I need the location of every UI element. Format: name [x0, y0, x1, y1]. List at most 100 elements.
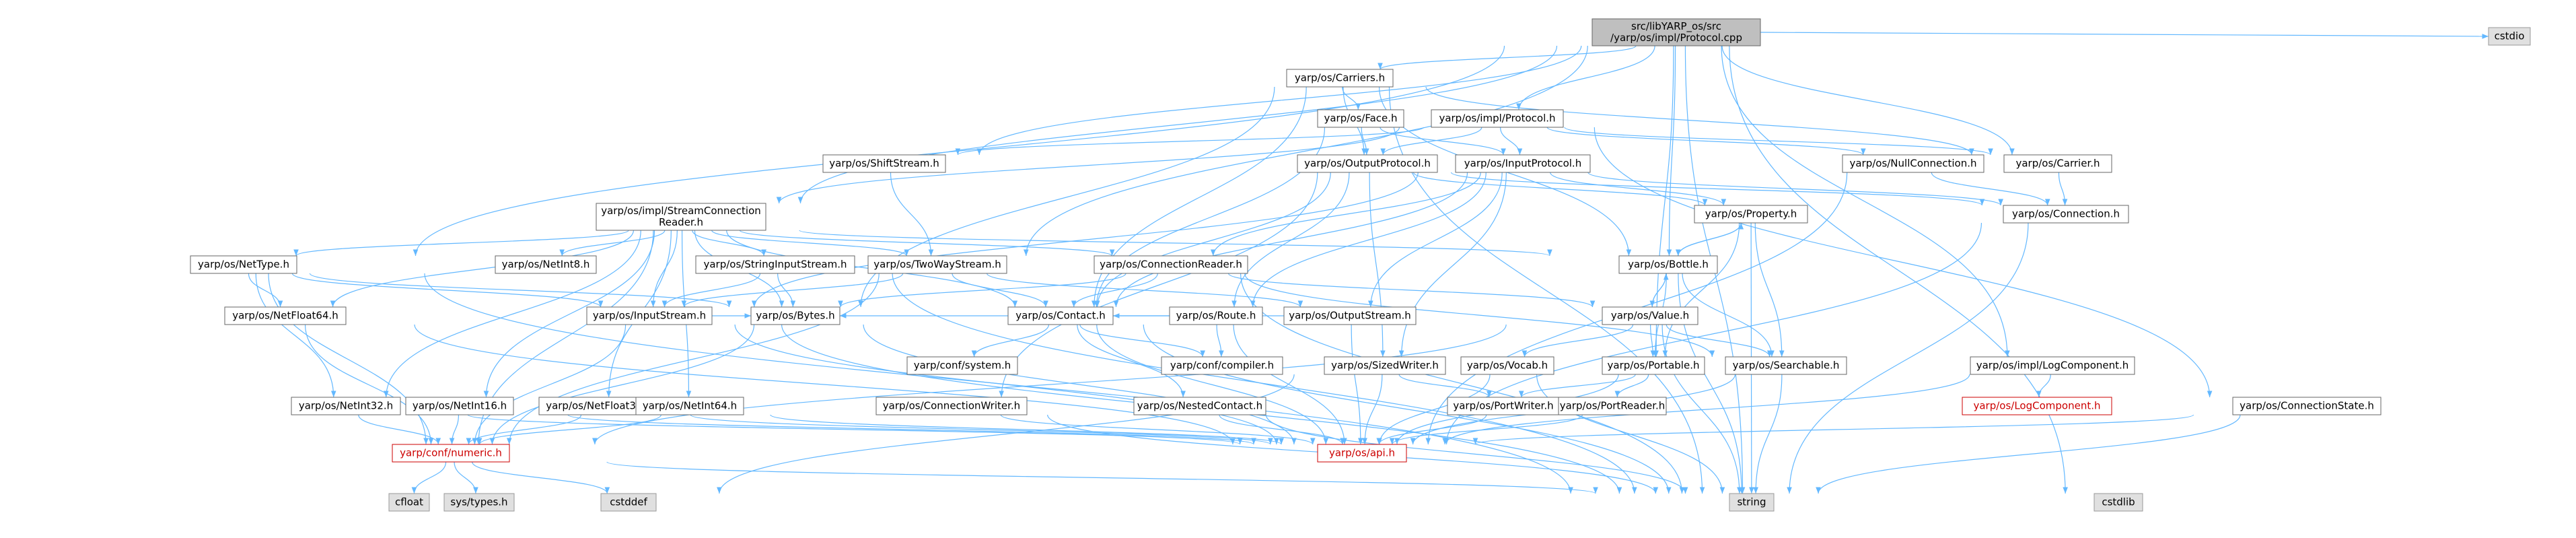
node-label-protocol_cpp: src/libYARP_os/src — [1631, 20, 1721, 33]
edge-inputprotocol_h-to-outputstream_h — [1368, 172, 1503, 308]
node-box-streamconnreader_h — [596, 203, 766, 231]
node-nestedcontact_h[interactable]: yarp/os/NestedContact.h — [1133, 397, 1266, 415]
node-label-netint32_h: yarp/os/NetInt32.h — [299, 400, 393, 412]
node-connection_h[interactable]: yarp/os/Connection.h — [2003, 205, 2129, 224]
node-box-inputprotocol_h — [1455, 154, 1591, 173]
node-portwriter_h[interactable]: yarp/os/PortWriter.h — [1447, 397, 1560, 415]
node-searchable_h[interactable]: yarp/os/Searchable.h — [1725, 356, 1847, 375]
node-portreader_h[interactable]: yarp/os/PortReader.h — [1558, 397, 1667, 415]
edge-shiftstream_h-to-twowaystream_h — [890, 172, 934, 257]
edge-streamconnreader_h-to-netfloat64_h — [330, 230, 635, 308]
node-cstdio: cstdio — [2488, 27, 2531, 46]
node-box-face_h — [1317, 109, 1404, 128]
edge-portreader_h-to-api_h — [1389, 414, 1583, 445]
node-twowaystream_h[interactable]: yarp/os/TwoWayStream.h — [867, 255, 1007, 274]
node-bytes_h[interactable]: yarp/os/Bytes.h — [750, 306, 840, 325]
node-sizedwriter_h[interactable]: yarp/os/SizedWriter.h — [1324, 356, 1446, 375]
node-bottle_h[interactable]: yarp/os/Bottle.h — [1618, 255, 1718, 274]
node-connectionwriter_h[interactable]: yarp/os/ConnectionWriter.h — [875, 397, 1028, 415]
node-property_h[interactable]: yarp/os/Property.h — [1694, 205, 1808, 224]
node-box-carrier_h — [2003, 154, 2112, 173]
edge-protocol_cpp-to-portable_h — [1653, 45, 1674, 358]
node-protocol_cpp[interactable]: src/libYARP_os/src/yarp/os/impl/Protocol… — [1591, 18, 1761, 46]
edge-streamconnreader_h-to-netint8_h — [559, 230, 666, 257]
edge-protocol_cpp-to-bottle_h — [1666, 45, 1676, 257]
node-conf_compiler_h[interactable]: yarp/conf/compiler.h — [1161, 356, 1283, 375]
edge-twowaystream_h-to-outputstream_h — [986, 273, 1303, 308]
edge-protocol_cpp-to-twowaystream_h — [1023, 45, 1588, 257]
edge-conf_numeric_h-to-cstddef — [472, 461, 610, 494]
node-stringinputstream_h[interactable]: yarp/os/StringInputStream.h — [695, 255, 855, 274]
node-label-nullconnection_h: yarp/os/NullConnection.h — [1849, 158, 1976, 170]
node-box-conf_numeric_h — [392, 444, 510, 463]
node-label-streamconnreader_h: yarp/os/impl/StreamConnection — [601, 205, 761, 217]
edge-connectionreader_h-to-string — [1240, 273, 1685, 494]
node-carrier_h[interactable]: yarp/os/Carrier.h — [2003, 154, 2112, 173]
node-api_h[interactable]: yarp/os/api.h — [1317, 444, 1407, 463]
node-nettype_h[interactable]: yarp/os/NetType.h — [190, 255, 297, 274]
node-shiftstream_h[interactable]: yarp/os/ShiftStream.h — [822, 154, 946, 173]
edge-vocab_h-to-api_h — [1377, 374, 1491, 445]
node-label-netint8_h: yarp/os/NetInt8.h — [502, 259, 590, 271]
node-box-route_h — [1169, 306, 1263, 325]
edge-inputprotocol_h-to-connectionreader_h — [1210, 172, 1481, 257]
node-netint32_h[interactable]: yarp/os/NetInt32.h — [291, 397, 401, 415]
node-outputprotocol_h[interactable]: yarp/os/OutputProtocol.h — [1297, 154, 1438, 173]
node-box-api_h — [1317, 444, 1407, 463]
node-label-stringinputstream_h: yarp/os/StringInputStream.h — [703, 259, 847, 271]
node-netfloat64_h[interactable]: yarp/os/NetFloat64.h — [224, 306, 347, 325]
node-netint64_h[interactable]: yarp/os/NetInt64.h — [635, 397, 744, 415]
edge-netint32_h-to-conf_numeric_h — [358, 414, 441, 445]
node-route_h[interactable]: yarp/os/Route.h — [1169, 306, 1263, 325]
node-conf_numeric_h[interactable]: yarp/conf/numeric.h — [392, 444, 510, 463]
node-outputstream_h[interactable]: yarp/os/OutputStream.h — [1283, 306, 1417, 325]
node-label-nettype_h: yarp/os/NetType.h — [198, 259, 289, 271]
node-netint8_h[interactable]: yarp/os/NetInt8.h — [495, 255, 597, 274]
edge-netint32_h-to-api_h — [467, 414, 1243, 445]
node-label-netint16_h: yarp/os/NetInt16.h — [413, 400, 507, 412]
node-label-twowaystream_h: yarp/os/TwoWayStream.h — [873, 259, 1001, 271]
node-carriers_h[interactable]: yarp/os/Carriers.h — [1286, 69, 1394, 88]
node-inputstream_h[interactable]: yarp/os/InputStream.h — [586, 306, 713, 325]
node-box-cstdio — [2488, 27, 2531, 46]
edge-protocol_cpp-to-cstdio — [1760, 32, 2489, 39]
node-label-netint64_h: yarp/os/NetInt64.h — [643, 400, 737, 412]
node-cstdlib: cstdlib — [2094, 493, 2143, 512]
edge-connectionstate_h-to-string — [1816, 414, 2241, 494]
node-label-sizedwriter_h: yarp/os/SizedWriter.h — [1331, 360, 1439, 372]
node-impl_protocol_h[interactable]: yarp/os/impl/Protocol.h — [1431, 109, 1564, 128]
node-label-route_h: yarp/os/Route.h — [1176, 310, 1256, 322]
node-label-api_h: yarp/os/api.h — [1329, 447, 1395, 459]
node-box-cstddef — [600, 493, 657, 512]
node-logcomponent_h[interactable]: yarp/os/LogComponent.h — [1962, 397, 2112, 415]
node-box-conf_compiler_h — [1161, 356, 1283, 375]
edge-streamconnreader_h-to-nettype_h — [293, 230, 629, 257]
node-label-cstdio: cstdio — [2495, 30, 2525, 42]
node-box-value_h — [1602, 306, 1698, 325]
node-face_h[interactable]: yarp/os/Face.h — [1317, 109, 1404, 128]
node-portable_h[interactable]: yarp/os/Portable.h — [1602, 356, 1705, 375]
node-nullconnection_h[interactable]: yarp/os/NullConnection.h — [1842, 154, 1984, 173]
node-vocab_h[interactable]: yarp/os/Vocab.h — [1460, 356, 1554, 375]
node-contact_h[interactable]: yarp/os/Contact.h — [1007, 306, 1114, 325]
edge-netint64_h-to-api_h — [770, 414, 1284, 445]
node-label-bottle_h: yarp/os/Bottle.h — [1628, 259, 1709, 271]
node-connectionstate_h[interactable]: yarp/os/ConnectionState.h — [2232, 397, 2382, 415]
edge-outputprotocol_h-to-connection_h — [1450, 172, 1984, 206]
edge-impl_logcomponent_h-to-api_h — [1442, 374, 1970, 445]
edge-portable_h-to-portreader_h — [1614, 374, 1649, 398]
node-label-outputstream_h: yarp/os/OutputStream.h — [1289, 310, 1411, 322]
node-inputprotocol_h[interactable]: yarp/os/InputProtocol.h — [1455, 154, 1591, 173]
node-box-stringinputstream_h — [695, 255, 855, 274]
edge-protocol_cpp-to-impl_protocol_h — [1516, 45, 1655, 110]
node-label-portable_h: yarp/os/Portable.h — [1608, 360, 1700, 372]
node-label-property_h: yarp/os/Property.h — [1705, 208, 1797, 220]
node-netint16_h[interactable]: yarp/os/NetInt16.h — [405, 397, 514, 415]
edge-inputstream_h-to-api_h — [734, 324, 1279, 445]
node-conf_system_h[interactable]: yarp/conf/system.h — [906, 356, 1018, 375]
node-impl_logcomponent_h[interactable]: yarp/os/impl/LogComponent.h — [1970, 356, 2135, 375]
node-box-netint32_h — [291, 397, 401, 415]
node-connectionreader_h[interactable]: yarp/os/ConnectionReader.h — [1094, 255, 1248, 274]
node-value_h[interactable]: yarp/os/Value.h — [1602, 306, 1698, 325]
